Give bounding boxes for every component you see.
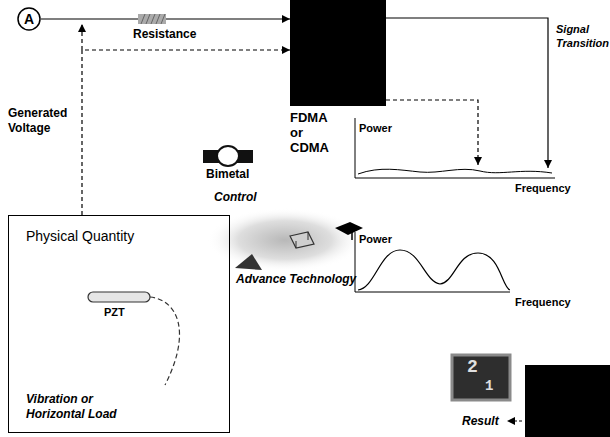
box-heading: Physical Quantity <box>26 228 134 244</box>
output-block <box>525 365 610 437</box>
control-label: Control <box>214 190 257 204</box>
voltage-arrow <box>81 24 82 50</box>
axis-label: Frequency <box>515 296 571 308</box>
digital-display <box>452 355 510 400</box>
ammeter-circle: A <box>17 7 41 31</box>
axis-label: Power <box>359 233 392 245</box>
multiplexer-label: FDMA or CDMA <box>290 110 338 155</box>
voltage-label: Generated Voltage <box>8 106 78 136</box>
black-block <box>290 0 386 106</box>
signal-line <box>386 18 548 168</box>
signal-connector <box>82 50 290 215</box>
bimetal-symbol <box>203 146 253 166</box>
resistor-symbol <box>138 14 166 24</box>
bimetal-label: Bimetal <box>206 167 249 181</box>
technology-label: Advance Technology <box>236 272 356 286</box>
technology-illustration <box>207 208 363 272</box>
result-label: Result <box>462 414 499 428</box>
ammeter-letter: A <box>17 7 41 31</box>
sensor-label: PZT <box>104 306 125 318</box>
pzt-sensor <box>88 292 180 385</box>
load-label: Vibration or Horizontal Load <box>26 392 141 422</box>
result-arrow <box>507 420 522 421</box>
display-digit: 2 <box>467 357 478 377</box>
signal-label: Signal Transition <box>556 22 606 50</box>
resistor-label: Resistance <box>133 27 196 41</box>
spectrum-chart <box>355 232 510 292</box>
circle-outline-shape <box>18 8 40 30</box>
physical-quantity-box: Physical QuantityPZT Vibration or Horizon… <box>8 215 230 433</box>
axis-label: Frequency <box>515 182 571 194</box>
axis-label: Power <box>359 122 392 134</box>
display-digit: 1 <box>485 378 493 394</box>
signal-line <box>386 100 478 165</box>
spectrum-chart <box>355 118 555 178</box>
